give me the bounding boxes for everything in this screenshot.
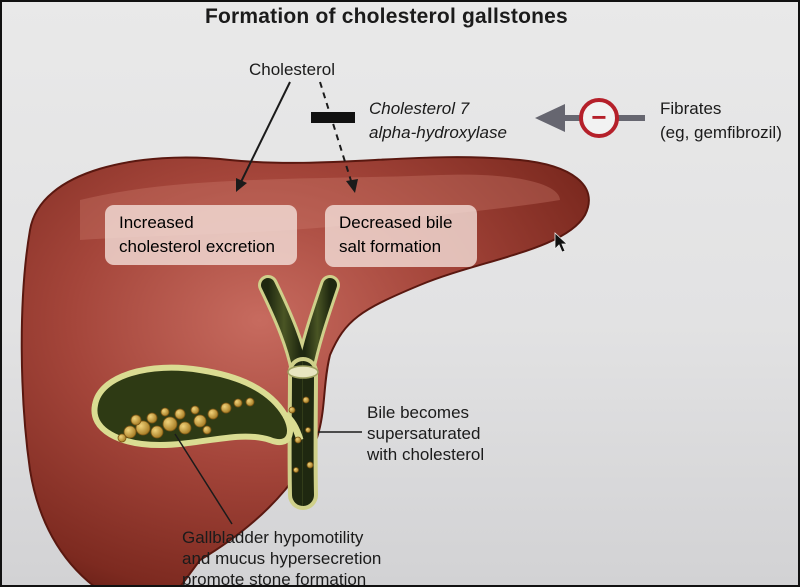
gallbladder-label-line-1: Gallbladder hypomotility xyxy=(182,528,364,547)
cholesterol-arrow-dashed xyxy=(319,81,353,185)
increased-excretion-line-2: cholesterol excretion xyxy=(119,237,275,256)
bile-label-line-2: supersaturated xyxy=(367,424,481,443)
cholesterol-arrow-solid xyxy=(239,81,291,185)
gallbladder-label: Gallbladder hypomotility and mucus hyper… xyxy=(182,527,381,587)
bile-label-line-3: with cholesterol xyxy=(367,445,485,464)
increased-excretion-line-1: Increased xyxy=(119,213,194,232)
enzyme-label-line-2: alpha-hydroxylase xyxy=(369,123,507,142)
fibrates-label: Fibrates (eg, gemfibrozil) xyxy=(660,97,782,145)
gallbladder-label-line-3: promote stone formation xyxy=(182,570,367,587)
increased-excretion-box: Increased cholesterol excretion xyxy=(105,205,297,265)
gallstones xyxy=(117,396,314,473)
cholesterol-label: Cholesterol xyxy=(249,60,335,79)
enzyme-label-line-1: Cholesterol 7 xyxy=(369,99,470,118)
fibrates-label-line-2: (eg, gemfibrozil) xyxy=(660,123,782,142)
inhibition-symbol-icon: − xyxy=(579,98,619,138)
enzyme-block-bar xyxy=(311,112,355,123)
gallbladder-label-line-2: and mucus hypersecretion xyxy=(182,549,382,568)
bile-label-line-1: Bile becomes xyxy=(367,403,470,422)
inhibition-minus-sign: − xyxy=(591,101,607,132)
bile-supersaturated-label: Bile becomes supersaturated with cholest… xyxy=(367,402,484,465)
cursor-arrow-icon xyxy=(554,232,569,253)
gallbladder-leader-line xyxy=(174,433,233,525)
decreased-bile-salt-line-2: salt formation xyxy=(339,237,442,256)
diagram-title: Formation of cholesterol gallstones xyxy=(205,5,568,28)
decreased-bile-salt-box: Decreased bile salt formation xyxy=(325,205,477,267)
enzyme-label: Cholesterol 7 alpha-hydroxylase xyxy=(369,97,507,145)
decreased-bile-salt-line-1: Decreased bile xyxy=(339,213,453,232)
fibrates-label-line-1: Fibrates xyxy=(660,99,722,118)
